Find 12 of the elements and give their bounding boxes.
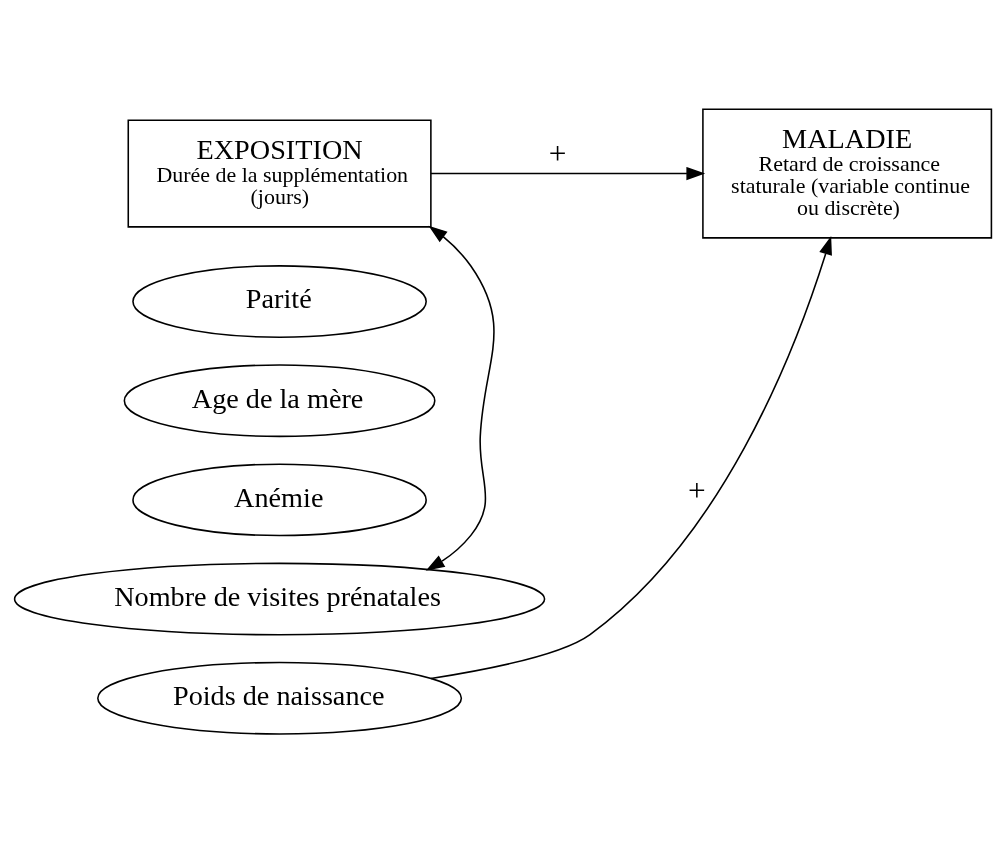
node-ellipse: Nombre de visites prénatales — [13, 562, 546, 636]
node-box: EXPOSITION Durée de la supplémentation (jours) — [127, 118, 432, 228]
node-ellipse: Age de la mère — [123, 363, 436, 437]
edge-label: + — [688, 472, 706, 508]
node-box: MALADIE Retard de croissance staturale (variable continue ou discrète) — [702, 108, 993, 239]
edge-label: + — [548, 135, 567, 171]
node-ellipse: Parité — [132, 264, 427, 338]
arrow — [430, 166, 706, 180]
arrow — [430, 235, 832, 679]
arrow — [425, 225, 495, 571]
node-ellipse: Anémie — [132, 462, 427, 536]
node-ellipse: Poids de naissance — [97, 661, 463, 735]
